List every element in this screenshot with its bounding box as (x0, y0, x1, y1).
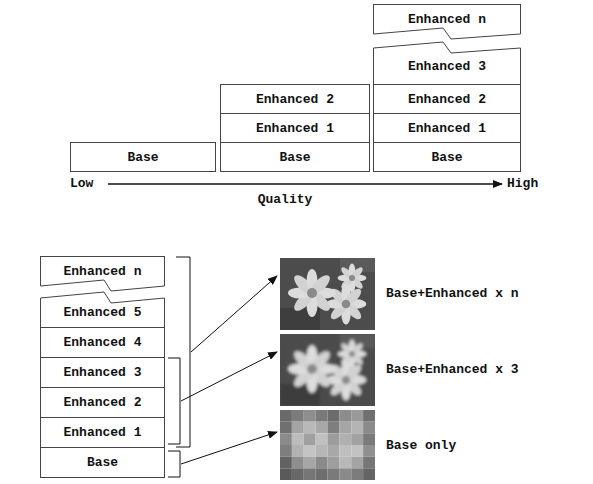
leader-arrow (191, 276, 277, 352)
layer-name: Enhanced 4 (63, 335, 141, 350)
layer-name: Enhanced 1 (256, 121, 334, 136)
layer-box: Base (373, 142, 521, 172)
layer-name: Enhanced 5 (63, 305, 141, 320)
layer-box: Base (220, 142, 370, 172)
layer-name: Enhanced 2 (63, 395, 141, 410)
flower-photo (280, 410, 375, 480)
layer-name: Enhanced 2 (408, 92, 486, 107)
layer-box: Enhanced 1 (220, 113, 370, 143)
flower-photo (280, 258, 375, 330)
layer-box: Enhanced 1 (373, 113, 521, 143)
layer-box: Enhanced 3 (40, 357, 165, 388)
layer-name: Enhanced 3 (408, 59, 486, 74)
layer-box: Enhanced 2 (40, 387, 165, 418)
quality-arrow (108, 183, 502, 185)
leader-arrow (181, 432, 277, 464)
layer-name: Enhanced n (408, 12, 486, 27)
layer-box: Enhanced 2 (373, 84, 521, 114)
layer-name: Enhanced 3 (63, 365, 141, 380)
axis-label: Low (70, 176, 93, 192)
layer-box: Enhanced 3 (373, 48, 521, 85)
leader-arrow (181, 352, 277, 401)
image-caption: Base+Enhanced x 3 (386, 362, 519, 378)
layer-name: Enhanced n (63, 264, 141, 279)
layer-box: Enhanced 2 (220, 84, 370, 114)
layer-box: Enhanced n (40, 256, 165, 286)
layer-name: Enhanced 1 (63, 425, 141, 440)
axis-label: High (507, 176, 538, 192)
layer-box: Enhanced 1 (40, 417, 165, 448)
bracket (168, 358, 180, 444)
axis-title: Quality (258, 192, 313, 208)
layer-name: Base (87, 455, 118, 470)
layer-box: Enhanced 4 (40, 327, 165, 358)
layer-name: Base (127, 150, 158, 165)
layer-box: Base (40, 447, 165, 478)
bracket (176, 257, 190, 447)
layer-box: Enhanced n (373, 4, 521, 34)
layer-box: Base (70, 142, 216, 172)
layer-name: Base (279, 150, 310, 165)
layer-name: Enhanced 1 (408, 121, 486, 136)
flower-photo (280, 334, 375, 406)
break-mark (374, 28, 521, 39)
layer-name: Enhanced 2 (256, 92, 334, 107)
bracket (168, 451, 180, 477)
layer-name: Base (431, 150, 462, 165)
image-caption: Base only (386, 438, 456, 454)
break-mark (41, 280, 165, 291)
layer-box: Enhanced 5 (40, 298, 165, 328)
image-caption: Base+Enhanced x n (386, 286, 519, 302)
